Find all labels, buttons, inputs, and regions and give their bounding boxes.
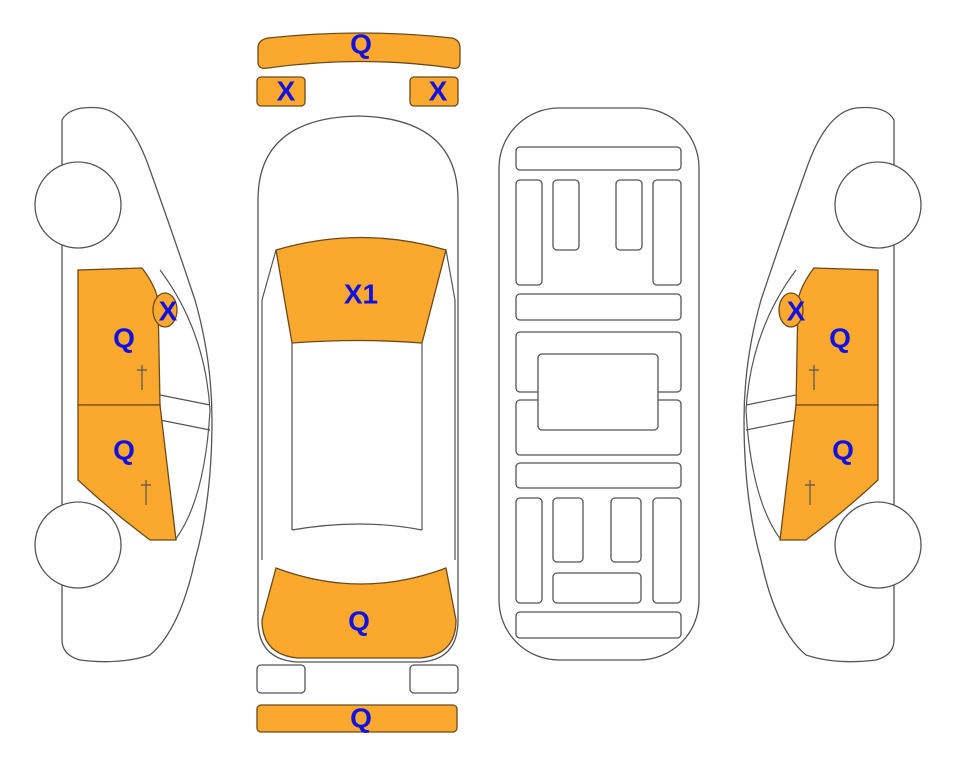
right-rear-door-code: Q [832,434,854,465]
front-bumper[interactable] [257,32,461,70]
left-mirror-code: X [159,295,178,326]
right-headlight[interactable] [409,76,459,107]
left-side-view: X Q Q [34,106,213,663]
right-side-view: X Q Q [743,106,922,663]
underside-view [498,107,700,661]
left-headlight-code: X [277,75,296,106]
left-rear-door[interactable] [77,404,177,541]
right-front-door-code: Q [829,322,851,353]
right-front-door[interactable] [795,267,879,406]
left-front-wheel [34,161,122,249]
left-front-door[interactable] [77,267,161,406]
right-mirror[interactable] [778,292,804,328]
left-headlight[interactable] [256,76,306,107]
left-rear-door-code: Q [113,434,135,465]
windshield-code: X1 [344,278,378,309]
front-bumper-code: Q [350,28,372,59]
right-rear-door[interactable] [779,404,879,541]
rear-window[interactable] [261,567,457,659]
rear-window-code: Q [348,605,370,636]
left-mirror[interactable] [152,292,178,328]
left-rear-wheel [34,501,122,589]
rear-bumper[interactable] [256,704,458,733]
right-mirror-code: X [787,295,806,326]
rear-bumper-code: Q [350,702,372,733]
left-front-door-code: Q [113,322,135,353]
right-headlight-code: X [429,75,448,106]
top-view: Q X X X1 Q Q [256,28,461,733]
